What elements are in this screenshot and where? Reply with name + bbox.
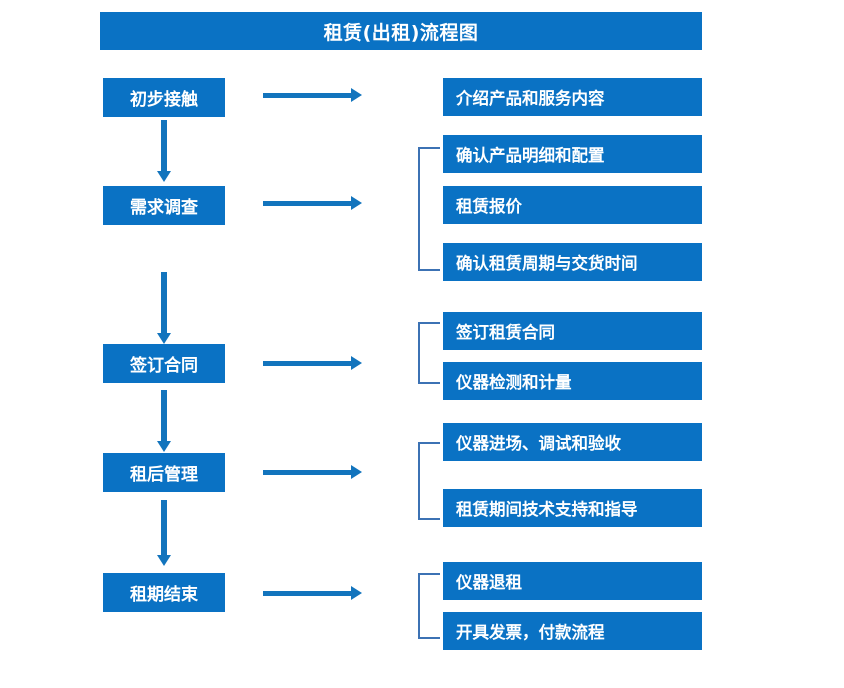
arrow-head xyxy=(157,171,171,182)
arrow-shaft xyxy=(161,390,167,441)
arrow-head xyxy=(351,88,362,102)
arrow-head xyxy=(157,555,171,566)
arrow-head xyxy=(351,356,362,370)
group-bracket-2 xyxy=(418,147,440,271)
arrow-shaft xyxy=(263,470,351,475)
arrow-shaft xyxy=(161,120,167,171)
arrow-down-1 xyxy=(157,120,171,182)
stage-box-5[interactable]: 租期结束 xyxy=(103,573,225,612)
arrow-right-1 xyxy=(263,88,362,102)
arrow-shaft xyxy=(263,201,351,206)
task-box-3-2[interactable]: 仪器检测和计量 xyxy=(443,362,702,400)
task-box-5-1[interactable]: 仪器退租 xyxy=(443,562,702,600)
arrow-right-4 xyxy=(263,465,362,479)
arrow-shaft xyxy=(263,93,351,98)
task-box-5-2[interactable]: 开具发票，付款流程 xyxy=(443,612,702,650)
task-box-4-1[interactable]: 仪器进场、调试和验收 xyxy=(443,423,702,461)
stage-box-3[interactable]: 签订合同 xyxy=(103,344,225,383)
arrow-down-3 xyxy=(157,390,171,452)
arrow-shaft xyxy=(161,500,167,555)
arrow-right-3 xyxy=(263,356,362,370)
task-box-2-1[interactable]: 确认产品明细和配置 xyxy=(443,135,702,173)
group-bracket-5 xyxy=(418,573,440,639)
task-box-2-3[interactable]: 确认租赁周期与交货时间 xyxy=(443,243,702,281)
task-box-4-2[interactable]: 租赁期间技术支持和指导 xyxy=(443,489,702,527)
arrow-head xyxy=(351,465,362,479)
task-box-1-1[interactable]: 介绍产品和服务内容 xyxy=(443,78,702,116)
task-box-3-1[interactable]: 签订租赁合同 xyxy=(443,312,702,350)
arrow-right-2 xyxy=(263,196,362,210)
arrow-head xyxy=(351,196,362,210)
arrow-head xyxy=(351,586,362,600)
stage-box-4[interactable]: 租后管理 xyxy=(103,453,225,492)
group-bracket-3 xyxy=(418,322,440,384)
arrow-right-5 xyxy=(263,586,362,600)
arrow-down-2 xyxy=(157,272,171,344)
flowchart-title: 租赁(出租)流程图 xyxy=(100,12,702,50)
arrow-head xyxy=(157,441,171,452)
group-bracket-4 xyxy=(418,442,440,520)
arrow-shaft xyxy=(263,361,351,366)
arrow-shaft xyxy=(161,272,167,333)
stage-box-1[interactable]: 初步接触 xyxy=(103,78,225,117)
arrow-head xyxy=(157,333,171,344)
arrow-shaft xyxy=(263,591,351,596)
arrow-down-4 xyxy=(157,500,171,566)
task-box-2-2[interactable]: 租赁报价 xyxy=(443,186,702,224)
stage-box-2[interactable]: 需求调查 xyxy=(103,186,225,225)
